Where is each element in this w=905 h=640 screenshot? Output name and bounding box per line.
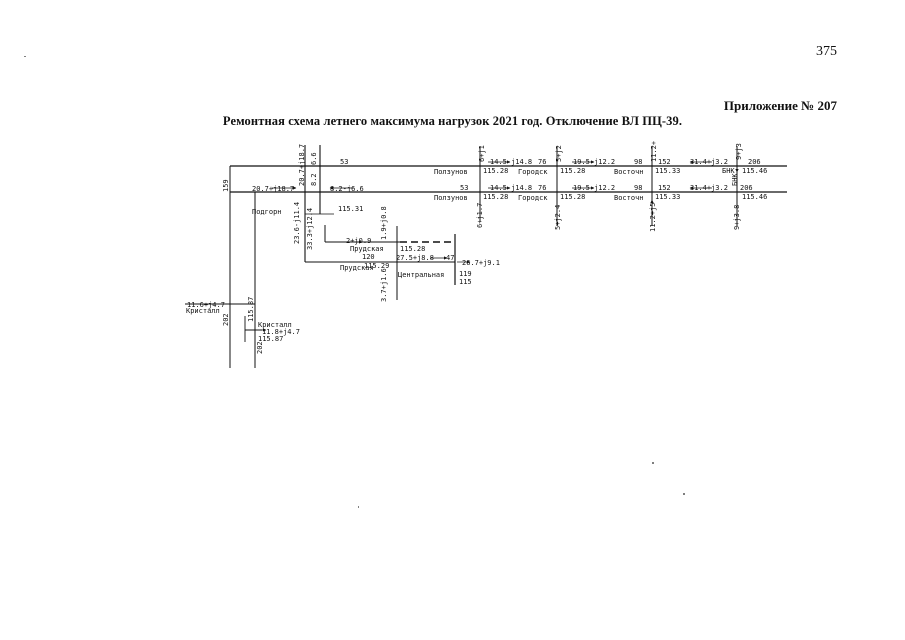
line-label: 159 xyxy=(222,179,230,192)
node-kristall-1: Кристалл xyxy=(186,307,220,315)
power-flow: 47 xyxy=(446,254,454,262)
power-flow: 9+j3.8 xyxy=(733,205,741,230)
node-centralnaya: Центральная xyxy=(398,271,444,279)
node-bnk-top: БНК xyxy=(722,167,735,175)
line-label: 152 xyxy=(658,184,671,192)
voltage-label: 115.28 xyxy=(560,193,585,201)
power-flow: 20.7+j18.7 xyxy=(252,185,294,193)
line-label: 120 xyxy=(362,253,375,261)
node-gorodsk-top: Городск xyxy=(518,168,548,176)
voltage-label: 115.28 xyxy=(400,245,425,253)
voltage-label: 115.28 xyxy=(483,167,508,175)
power-flow: 5+j2.4 xyxy=(554,205,562,230)
voltage-label: 115.33 xyxy=(655,193,680,201)
power-flow: 1.9+j0.8 xyxy=(380,206,388,240)
power-flow: 31.4+j3.2 xyxy=(690,158,728,166)
line-label: 206 xyxy=(740,184,753,192)
line-label: 152 xyxy=(658,158,671,166)
power-flow: 14.5-j14.8 xyxy=(490,158,532,166)
line-label: 98 xyxy=(634,158,642,166)
page-number: 375 xyxy=(816,44,837,59)
power-flow: 6+j1 xyxy=(478,145,486,162)
line-label: 76 xyxy=(538,158,546,166)
voltage-label: 115.33 xyxy=(655,167,680,175)
node-vostochn-bottom: Восточн xyxy=(614,194,644,202)
scan-speck xyxy=(24,56,26,57)
line-label: 53 xyxy=(340,158,348,166)
power-flow: 14.5-j14.8 xyxy=(490,184,532,192)
power-flow: 6.6 xyxy=(310,152,318,165)
power-flow: 11.6+j4.7 xyxy=(187,301,225,309)
power-flow: 2+j0.9 xyxy=(346,237,371,245)
node-podgorn: Подгорн xyxy=(252,208,282,216)
scan-speck xyxy=(652,462,654,464)
voltage-label: 115 xyxy=(459,278,472,286)
line-label: 202 xyxy=(222,313,230,326)
node-kristall-2: Кристалл xyxy=(258,321,292,329)
power-flow: 19.5-j12.2 xyxy=(573,184,615,192)
scan-speck xyxy=(358,506,359,508)
voltage-label: 115.87 xyxy=(247,297,255,322)
power-flow: 3.7+j1.6 xyxy=(380,268,388,302)
power-flow: 8.2-j6.6 xyxy=(330,185,364,193)
appendix-label: Приложение № 207 xyxy=(723,98,837,113)
node-bnk-bottom: БНК xyxy=(731,173,739,186)
power-flow: 9+j3 xyxy=(735,143,743,160)
power-flow: 26.7+j9.1 xyxy=(462,259,500,267)
line-label: 119 xyxy=(459,270,472,278)
node-prudskaya-2: Прудская xyxy=(340,264,374,272)
power-flow: 19.5-j12.2 xyxy=(573,158,615,166)
power-flow: 11.8+j4.7 xyxy=(262,328,300,336)
voltage-label: 115.87 xyxy=(258,335,283,343)
voltage-label: 115.28 xyxy=(560,167,585,175)
power-flow: 33.3+j12.4 xyxy=(306,208,314,250)
voltage-label: 115.46 xyxy=(742,167,767,175)
line-label: 98 xyxy=(634,184,642,192)
voltage-label: 115.28 xyxy=(483,193,508,201)
power-flow: 11.2+ xyxy=(650,141,658,162)
line-label: 76 xyxy=(538,184,546,192)
voltage-label: 115.29 xyxy=(364,262,389,270)
voltage-label: 115.31 xyxy=(338,205,363,213)
line-label: 53 xyxy=(460,184,468,192)
node-vostochn-top: Восточн xyxy=(614,168,644,176)
power-flow: 20.7+j18.7 xyxy=(298,144,306,186)
power-flow: 5+j2 xyxy=(555,145,563,162)
node-prudskaya-1: Прудская xyxy=(350,245,384,253)
power-flow: 31.4+j3.2 xyxy=(690,184,728,192)
voltage-label: 115.46 xyxy=(742,193,767,201)
line-label: 202 xyxy=(256,341,264,354)
power-flow: 6+j1.7 xyxy=(476,203,484,228)
line-label: 206 xyxy=(748,158,761,166)
scan-speck xyxy=(683,493,685,495)
power-flow: 11.2+j5 xyxy=(649,202,657,232)
power-flow: 23.6-j11.4 xyxy=(293,202,301,244)
power-flow: 27.5+j8.8 xyxy=(396,254,434,262)
page-title: Ремонтная схема летнего максимума нагруз… xyxy=(222,114,683,128)
node-gorodsk-bottom: Городск xyxy=(518,194,548,202)
node-polzunov-bottom: Ползунов xyxy=(434,194,468,202)
power-flow: 8.2 xyxy=(310,173,318,186)
node-polzunov-top: Ползунов xyxy=(434,168,468,176)
